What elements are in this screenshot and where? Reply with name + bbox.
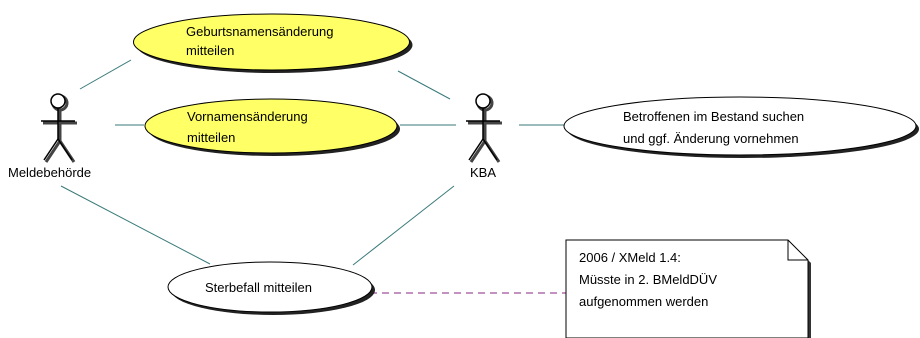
use-case-bestand-suchen[interactable]: Betroffenen im Bestand suchen und ggf. Ä… [563, 96, 919, 158]
stick-figure-icon [466, 93, 502, 163]
use-case-label-line-1: Vornamensänderung [187, 109, 308, 124]
use-case-sterbefall[interactable]: Sterbefall mitteilen [167, 261, 375, 315]
note-line-2: Müsste in 2. BMeldDÜV [579, 272, 717, 287]
use-case-label-line-2: und ggf. Änderung vornehmen [623, 131, 799, 146]
use-case-label-line-2: mitteilen [187, 130, 235, 145]
association-meldebehoerde-sterbefall [60, 185, 211, 265]
actor-label: KBA [470, 165, 496, 180]
note-line-1: 2006 / XMeld 1.4: [579, 250, 681, 265]
use-case-label-line-1: Betroffenen im Bestand suchen [623, 109, 804, 124]
use-case-label-line-1: Sterbefall mitteilen [205, 280, 312, 295]
use-case-label-line-2: mitteilen [186, 43, 234, 58]
stick-figure-icon [41, 93, 77, 163]
use-case-vornamensaenderung[interactable]: Vornamensänderung mitteilen [144, 98, 400, 156]
association-geburtsname-kba [397, 70, 451, 100]
associations [60, 59, 566, 266]
association-kba-sterbefall [352, 185, 455, 266]
use-case-geburtsnamensaenderung[interactable]: Geburtsnamensänderung mitteilen [133, 13, 413, 73]
actor-meldebehoerde[interactable]: Meldebehörde [8, 93, 91, 180]
association-meldebehoerde-geburtsname [79, 59, 132, 90]
actor-kba[interactable]: KBA [466, 93, 502, 180]
actor-label: Meldebehörde [8, 165, 91, 180]
note-line-3: aufgenommen werden [579, 294, 708, 309]
use-case-label-line-1: Geburtsnamensänderung [186, 24, 333, 39]
note[interactable]: 2006 / XMeld 1.4: Müsste in 2. BMeldDÜV … [565, 239, 811, 338]
